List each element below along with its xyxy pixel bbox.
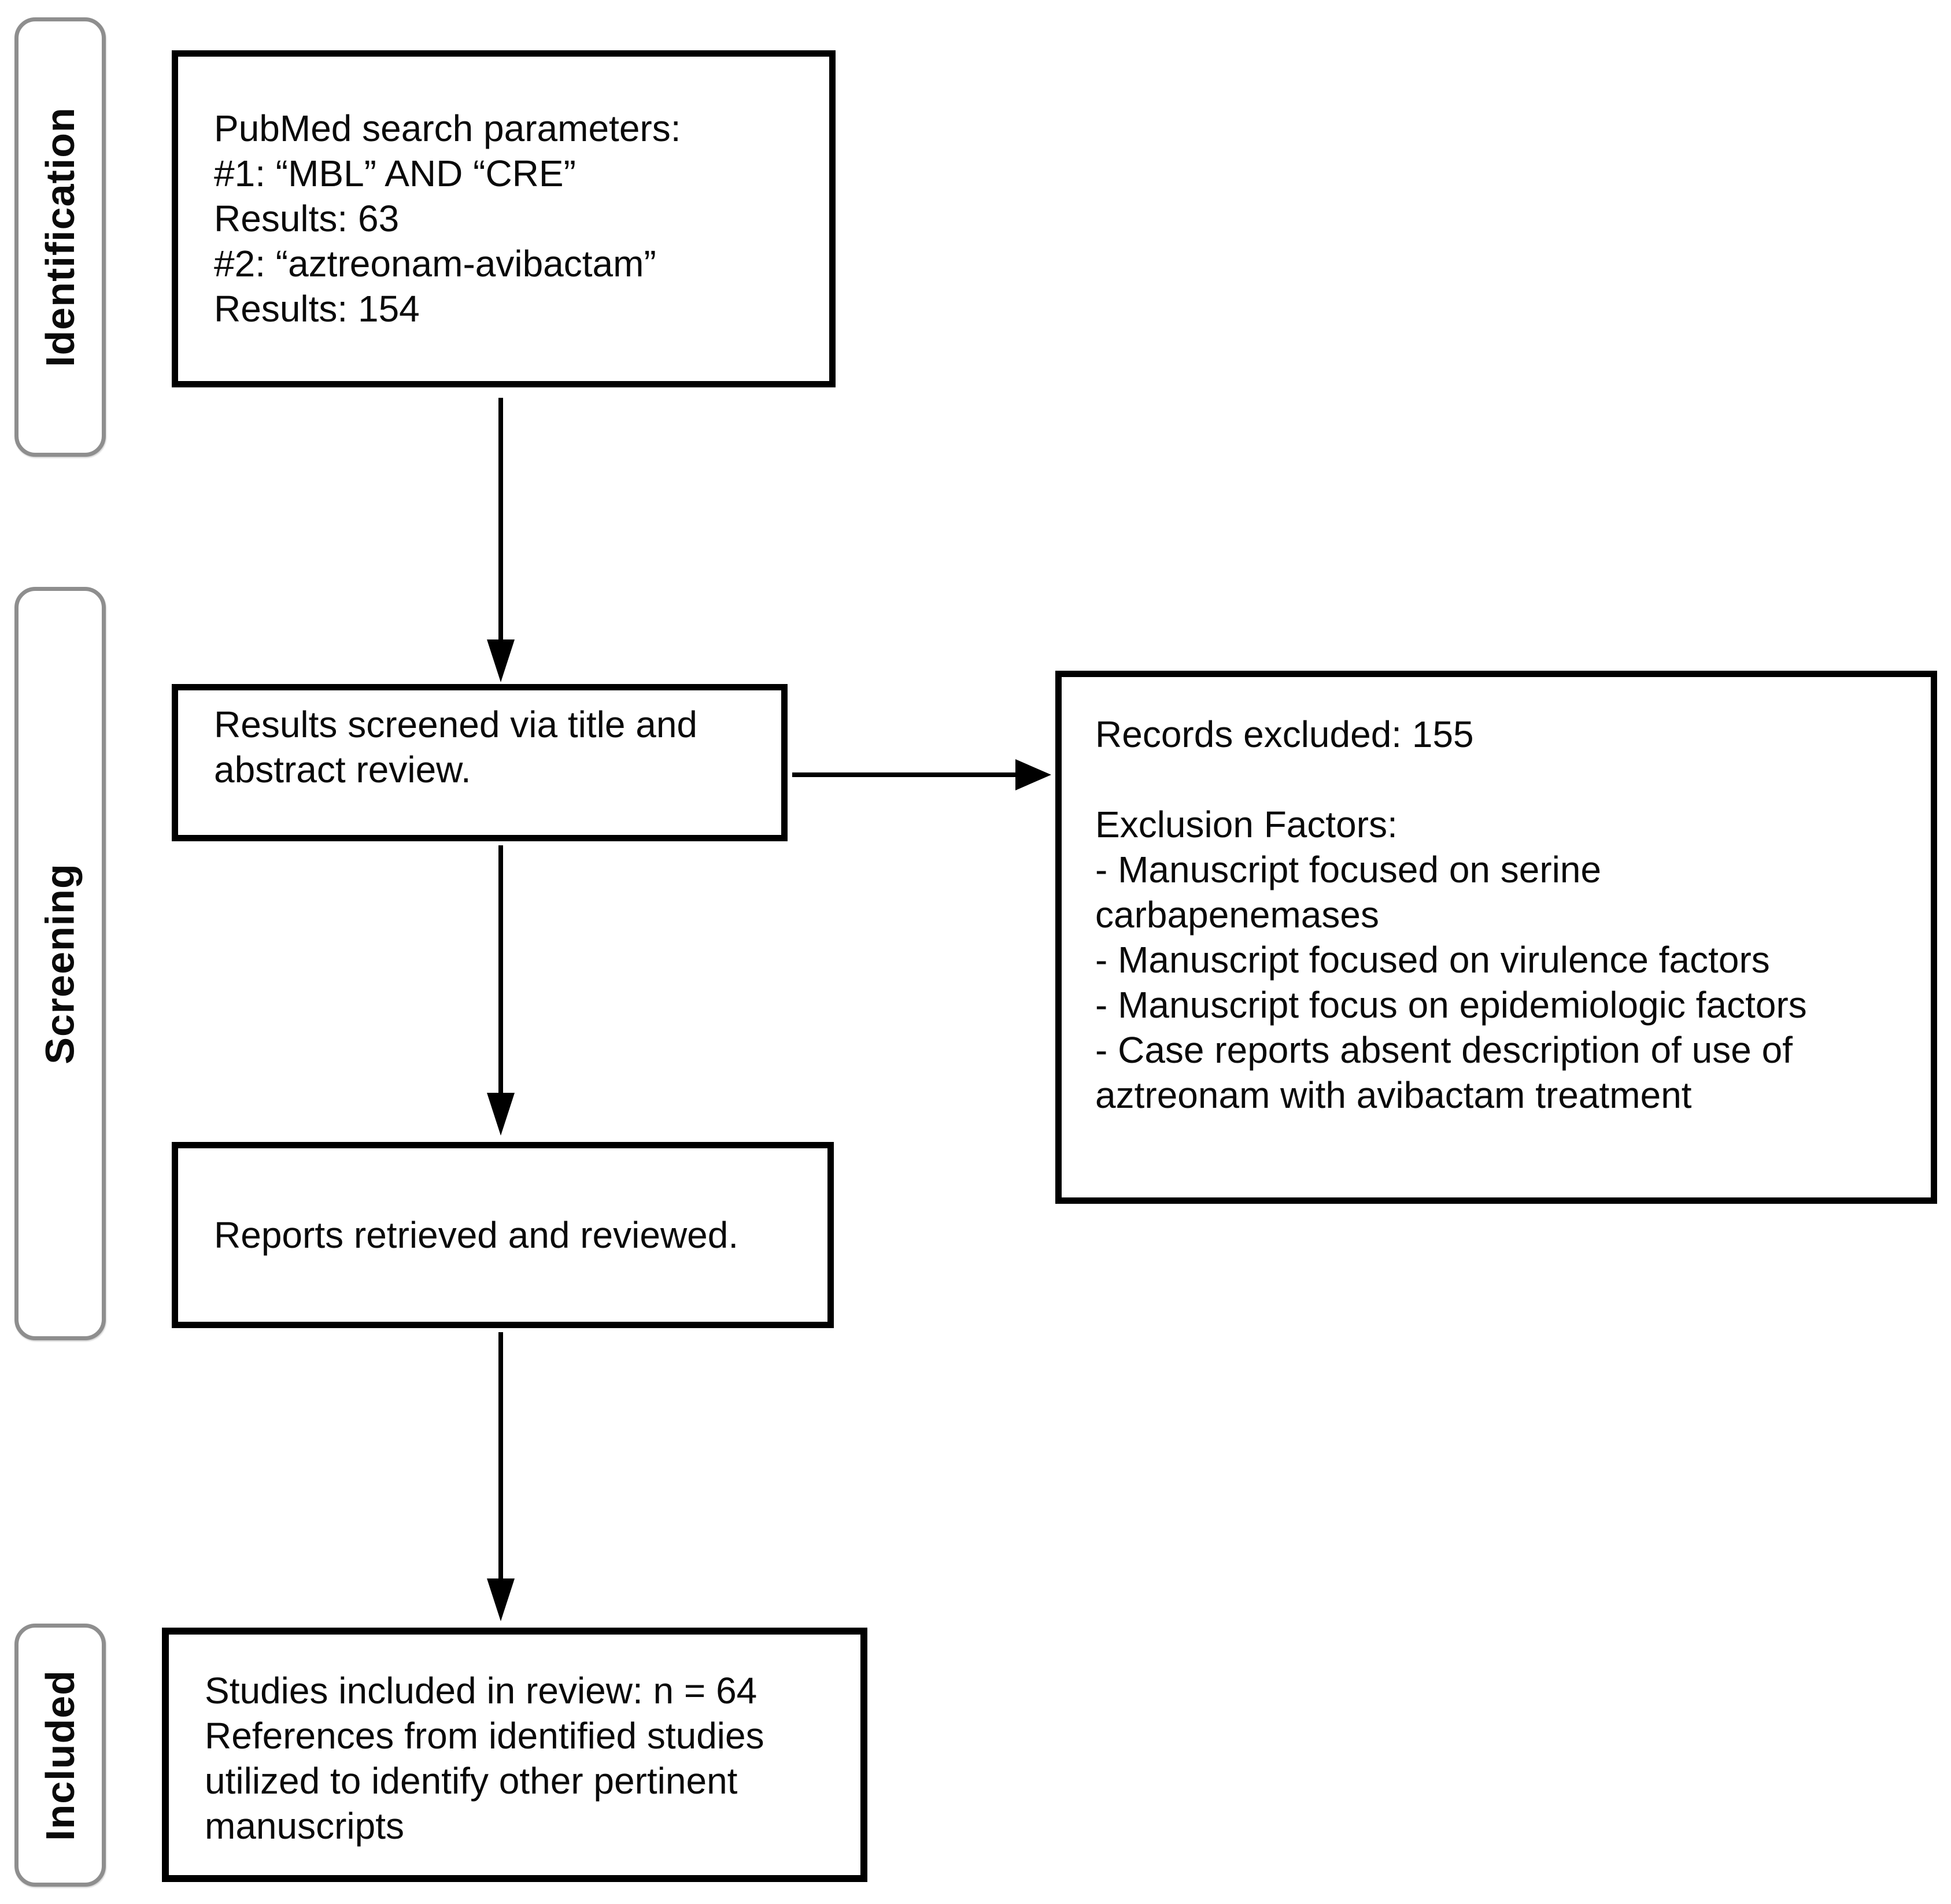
stage-label-included: Included [38, 1669, 83, 1841]
arrow-retrieved-to-included-head [487, 1578, 515, 1621]
box-pubmed-search-parameters: PubMed search parameters: #1: “MBL” AND … [172, 50, 836, 387]
stage-pill-included: Included [14, 1624, 106, 1887]
stage-pill-screening: Screening [14, 587, 106, 1340]
arrow-screened-to-retrieved-head [487, 1093, 515, 1136]
box-reports-retrieved-text: Reports retrieved and reviewed. [214, 1214, 739, 1256]
box-records-excluded: Records excluded: 155 Exclusion Factors:… [1055, 671, 1937, 1204]
box-reports-retrieved: Reports retrieved and reviewed. [172, 1142, 834, 1328]
arrow-screened-to-retrieved-shaft [498, 845, 503, 1096]
arrow-search-to-screened-shaft [498, 398, 503, 643]
stage-pill-identification: Identification [14, 17, 106, 457]
box-title-abstract-screening: Results screened via title and abstract … [172, 684, 788, 841]
arrow-screened-to-excluded-head [1015, 759, 1051, 790]
arrow-screened-to-excluded-shaft [792, 772, 1019, 777]
arrow-retrieved-to-included-shaft [498, 1332, 503, 1582]
stage-label-screening: Screening [38, 863, 83, 1064]
arrow-search-to-screened-head [487, 639, 515, 682]
box-studies-included: Studies included in review: n = 64 Refer… [162, 1628, 867, 1882]
stage-label-identification: Identification [38, 107, 83, 367]
